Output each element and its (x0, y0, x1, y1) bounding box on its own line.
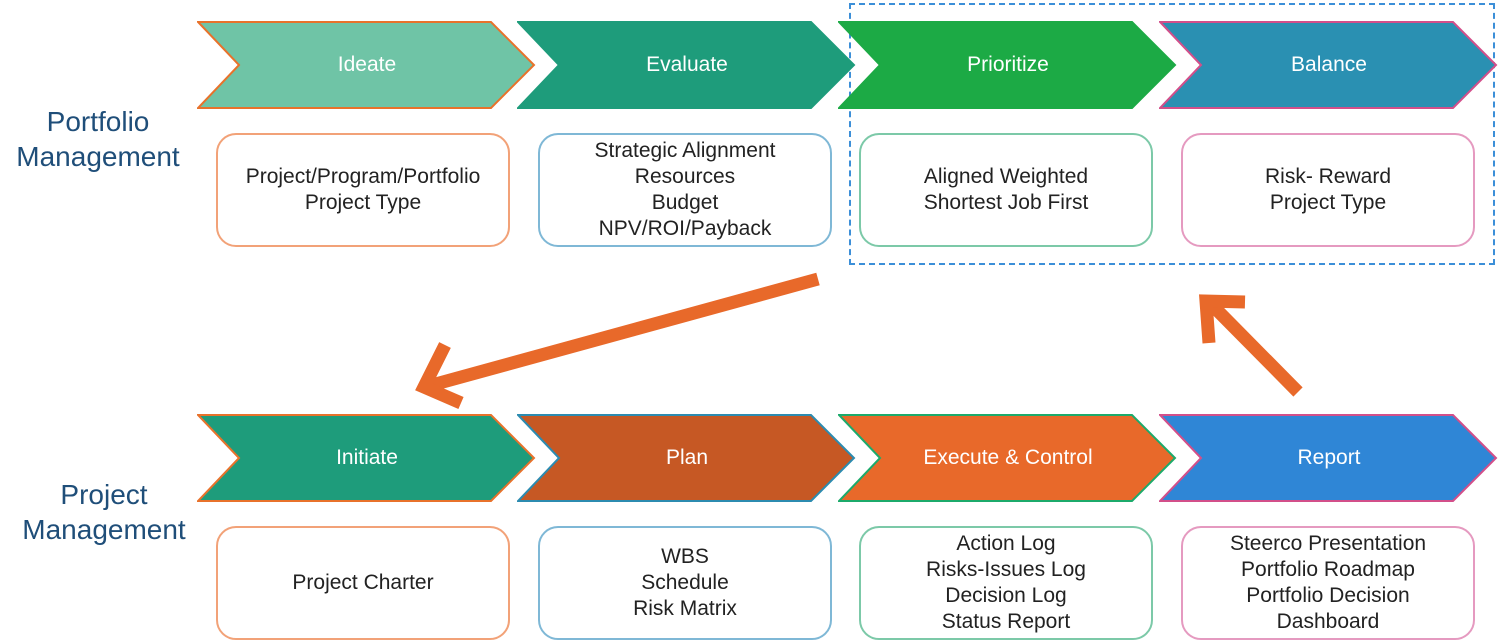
prioritize-balance-group-outline (849, 3, 1495, 265)
chevron-shape (517, 414, 856, 502)
step-detail-line: Project Type (304, 191, 422, 214)
step-chevron-evaluate: Evaluate (517, 21, 857, 109)
step-detail-line: Risk Matrix (633, 597, 737, 620)
step-detail-line: Portfolio Roadmap (1241, 558, 1415, 581)
arrow-head (415, 342, 464, 409)
step-detail-line: Risk- Reward (1264, 165, 1392, 188)
chevron-shape (838, 21, 1177, 109)
step-label: Balance (1291, 53, 1367, 76)
step-detail-line: Decision Log (945, 584, 1067, 607)
step-chevron-initiate: Initiate (197, 414, 537, 502)
step-label: Evaluate (646, 53, 728, 76)
step-detail-line: Project/Program/Portfolio (245, 165, 481, 188)
chevron-shape (197, 414, 536, 502)
step-detail-line: Schedule (641, 571, 729, 594)
step-label: Execute & Control (923, 446, 1093, 469)
step-detail-line: Project Charter (292, 571, 434, 594)
chevron-shape (1159, 414, 1498, 502)
step-chevron-execute-control: Execute & Control (838, 414, 1178, 502)
step-label: Prioritize (967, 53, 1049, 76)
step-chevron-ideate: Ideate (197, 21, 537, 109)
report-to-balance-arrow (1199, 294, 1303, 397)
step-detail-line: Strategic Alignment (594, 139, 776, 162)
step-chevron-prioritize: Prioritize (838, 21, 1178, 109)
arrow-shaft (1207, 300, 1303, 397)
step-detail-line: Action Log (956, 532, 1056, 555)
step-label: Ideate (337, 53, 397, 76)
step-detail-line: Steerco Presentation (1229, 532, 1427, 555)
step-label: Initiate (336, 446, 398, 469)
step-detail-line: Budget (651, 191, 719, 214)
chevron-shape (197, 21, 536, 109)
step-detail-line: Resources (634, 165, 736, 188)
row-label-line: Portfolio (46, 106, 150, 137)
step-detail-line: Project Type (1269, 191, 1387, 214)
step-detail-line: NPV/ROI/Payback (598, 217, 772, 240)
step-detail-line: Shortest Job First (923, 191, 1089, 214)
step-detail-line: Status Report (941, 610, 1071, 633)
step-detail-line: Dashboard (1276, 610, 1380, 633)
step-detail-line: Risks-Issues Log (926, 558, 1086, 581)
step-chevron-balance: Balance (1159, 21, 1499, 109)
portfolio-to-project-arrow (415, 272, 820, 409)
step-chevron-plan: Plan (517, 414, 857, 502)
chevron-shape (838, 414, 1177, 502)
step-label: Report (1297, 446, 1361, 469)
step-label: Plan (665, 446, 709, 469)
arrow-head (1199, 294, 1246, 344)
row-label-line: Management (22, 514, 186, 545)
step-detail-line: Portfolio Decision (1246, 584, 1410, 607)
chevron-shape (1159, 21, 1498, 109)
chevron-shape (517, 21, 856, 109)
step-detail-line: Aligned Weighted (923, 165, 1089, 188)
row-label-line: Project (60, 479, 148, 510)
step-chevron-report: Report (1159, 414, 1499, 502)
step-details-box: Project Charter (216, 526, 510, 640)
step-detail-line: WBS (661, 545, 709, 568)
arrow-shaft (430, 272, 820, 392)
row-label-line: Management (16, 141, 180, 172)
